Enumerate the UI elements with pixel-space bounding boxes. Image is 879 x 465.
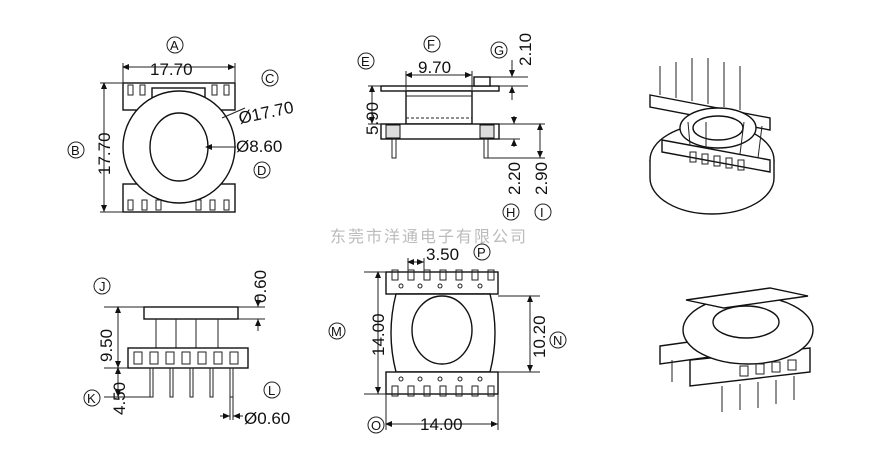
svg-text:E: E xyxy=(361,54,370,69)
callout-j: J xyxy=(93,277,111,295)
top-plan-view: 17.70 17.70 Ø17.70 Ø8.60 xyxy=(95,60,295,213)
dim-flange-span: 9.70 xyxy=(418,58,451,77)
svg-text:H: H xyxy=(506,205,515,220)
callout-e: E xyxy=(357,52,375,70)
svg-text:K: K xyxy=(87,391,96,406)
svg-text:O: O xyxy=(371,418,381,433)
isometric-bottom-slots xyxy=(739,359,797,377)
callout-k: K xyxy=(83,389,101,407)
side-elevation-view: 9.70 2.10 5.90 2.20 2.90 xyxy=(363,33,551,195)
svg-text:J: J xyxy=(99,279,106,294)
callout-g: G xyxy=(490,41,508,59)
bottom-view-bottom-slots xyxy=(391,385,495,397)
isometric-view-top xyxy=(649,58,775,215)
dim-body-height: 14.00 xyxy=(369,313,388,356)
dim-bottom-width: 14.00 xyxy=(420,415,463,434)
dim-pin-length: 2.90 xyxy=(532,162,551,195)
dim-inner-diameter: Ø8.60 xyxy=(236,137,282,156)
dim-left-height: 17.70 xyxy=(95,132,114,175)
callout-n: N xyxy=(549,331,567,349)
bottom-view: 3.50 14.00 10.20 14.00 xyxy=(364,245,549,434)
callout-m: M xyxy=(328,322,346,340)
dim-pin-offset: 2.20 xyxy=(505,162,524,195)
svg-text:G: G xyxy=(494,43,504,58)
dim-top-thickness: 0.60 xyxy=(251,270,270,303)
svg-text:I: I xyxy=(540,205,544,220)
dim-outer-diameter: Ø17.70 xyxy=(237,98,295,128)
callout-l: L xyxy=(263,381,281,399)
isometric-bottom-pins xyxy=(671,360,795,412)
bottom-view-top-pinholes xyxy=(398,283,483,289)
svg-text:L: L xyxy=(268,383,275,398)
bottom-view-top-slots xyxy=(391,269,495,281)
callout-b: B xyxy=(67,141,85,159)
side-view-pins xyxy=(149,367,234,398)
dim-pin-height: 4.50 xyxy=(110,382,129,415)
dim-side-height: 5.90 xyxy=(363,102,382,135)
svg-text:N: N xyxy=(553,333,562,348)
callout-h: H xyxy=(502,203,520,221)
front-side-view: 9.50 4.50 0.60 Ø0.60 xyxy=(97,270,290,428)
callout-p: P xyxy=(473,243,491,261)
isometric-slots xyxy=(689,151,745,171)
dim-top-height: 2.10 xyxy=(516,33,535,66)
svg-text:D: D xyxy=(257,163,266,178)
callout-o: O xyxy=(367,416,385,434)
svg-text:A: A xyxy=(170,38,179,53)
svg-text:B: B xyxy=(71,143,80,158)
side-view-slots xyxy=(133,351,239,365)
svg-text:C: C xyxy=(265,71,274,86)
bottom-view-bottom-pinholes xyxy=(398,376,483,382)
dim-inner-height: 10.20 xyxy=(530,315,549,358)
callout-i: I xyxy=(534,203,552,221)
callout-c: C xyxy=(261,69,279,87)
callout-d: D xyxy=(253,161,271,179)
isometric-top-pins xyxy=(659,58,763,159)
callout-a: A xyxy=(166,36,184,54)
top-flange-slots xyxy=(127,84,230,96)
svg-text:F: F xyxy=(427,37,435,52)
svg-text:M: M xyxy=(331,324,342,339)
isometric-view-bottom xyxy=(659,287,814,412)
svg-text:P: P xyxy=(477,245,486,260)
dim-pin-pitch: 3.50 xyxy=(426,245,459,264)
company-watermark: 东莞市洋通电子有限公司 xyxy=(330,228,528,246)
dim-total-height: 9.50 xyxy=(97,329,116,362)
dim-top-width: 17.70 xyxy=(150,60,193,79)
callout-f: F xyxy=(423,35,441,53)
dim-pin-diameter: Ø0.60 xyxy=(244,409,290,428)
